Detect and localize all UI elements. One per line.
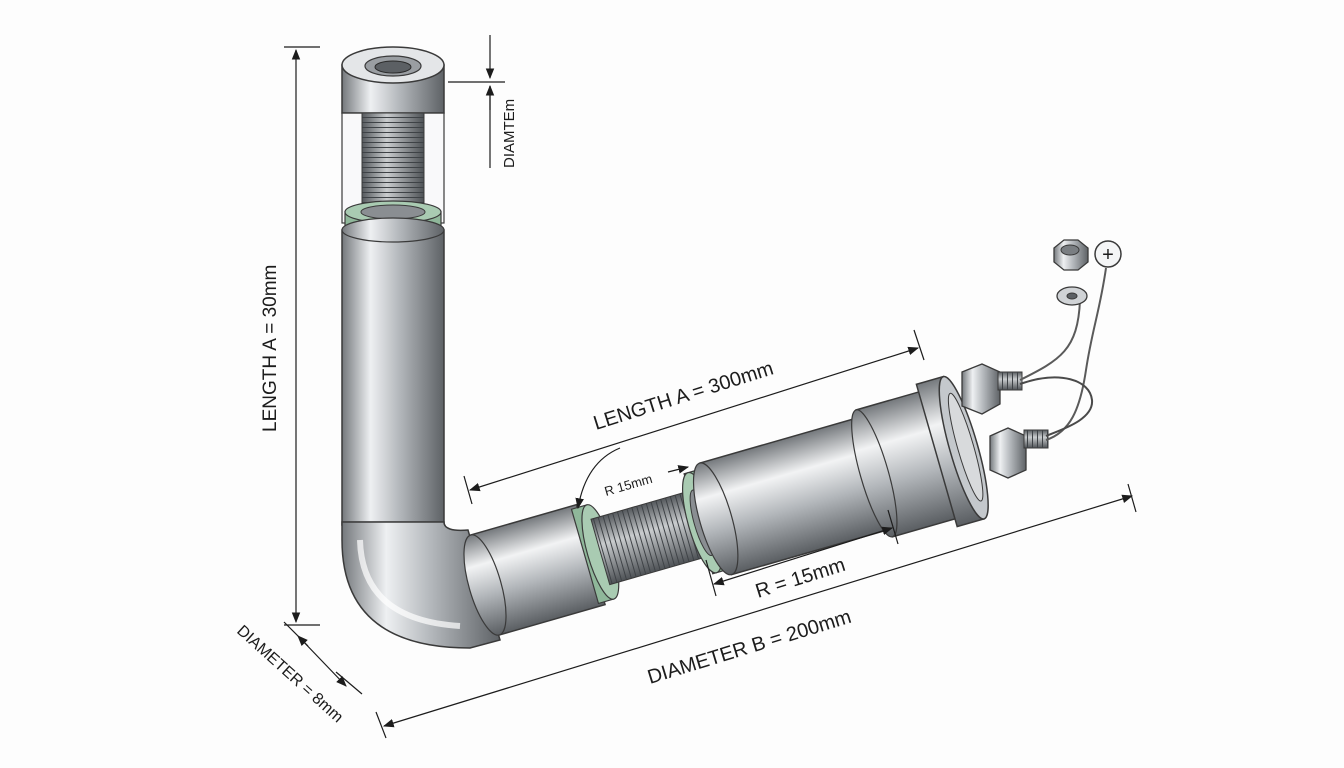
hex-nut-icon	[1053, 239, 1089, 271]
horizontal-assembly	[463, 375, 989, 636]
dimension-lines	[283, 35, 1137, 739]
top-bore-inner	[374, 60, 412, 74]
vertical-body	[341, 229, 445, 526]
wire-upper	[1019, 299, 1081, 381]
terminal-upper	[961, 363, 1023, 415]
label-diameter-top: DIAMTEm	[501, 99, 518, 168]
vertical-tube	[341, 46, 445, 526]
positive-symbol: +	[1102, 244, 1114, 266]
washer-icon	[1056, 286, 1088, 306]
label-length-a: LENGTH A = 300mm	[591, 357, 776, 434]
label-radius-small: R 15mm	[603, 471, 654, 499]
label-diameter-b: DIAMETER B = 200mm	[645, 606, 854, 689]
label-length-vertical: LENGTH A = 30mm	[260, 265, 281, 432]
positive-terminal-icon: +	[1094, 240, 1122, 268]
label-diameter-small: DIAMETER = 8mm	[233, 622, 346, 726]
terminal-lower	[989, 427, 1049, 479]
